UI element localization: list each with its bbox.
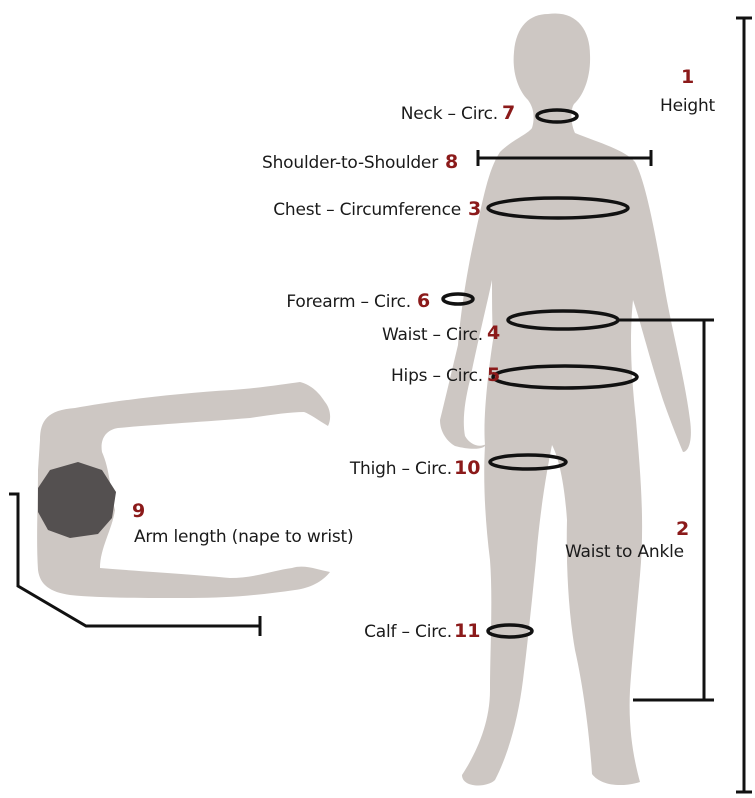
number-6: 6 [417,290,430,312]
number-2: 2 [676,518,689,540]
label-arm-length: Arm length (nape to wrist) [134,527,353,547]
number-7: 7 [502,102,515,124]
label-neck: Neck – Circ. [401,104,498,124]
arm-top-view [37,382,330,598]
label-thigh: Thigh – Circ. [350,459,452,479]
label-forearm: Forearm – Circ. [286,292,411,312]
label-waist: Waist – Circ. [382,325,483,345]
number-5: 5 [487,364,500,386]
label-waist-ankle: Waist to Ankle [565,542,684,562]
number-1: 1 [681,66,694,88]
label-shoulder: Shoulder-to-Shoulder [262,153,438,173]
number-8: 8 [445,151,458,173]
label-calf: Calf – Circ. [364,622,452,642]
number-10: 10 [454,457,480,479]
label-chest: Chest – Circumference [273,200,461,220]
label-hips: Hips – Circ. [391,366,483,386]
number-3: 3 [468,198,481,220]
label-height: Height [660,96,715,116]
number-11: 11 [454,620,480,642]
number-9: 9 [132,500,145,522]
body-silhouette [440,13,691,785]
number-4: 4 [487,322,500,344]
